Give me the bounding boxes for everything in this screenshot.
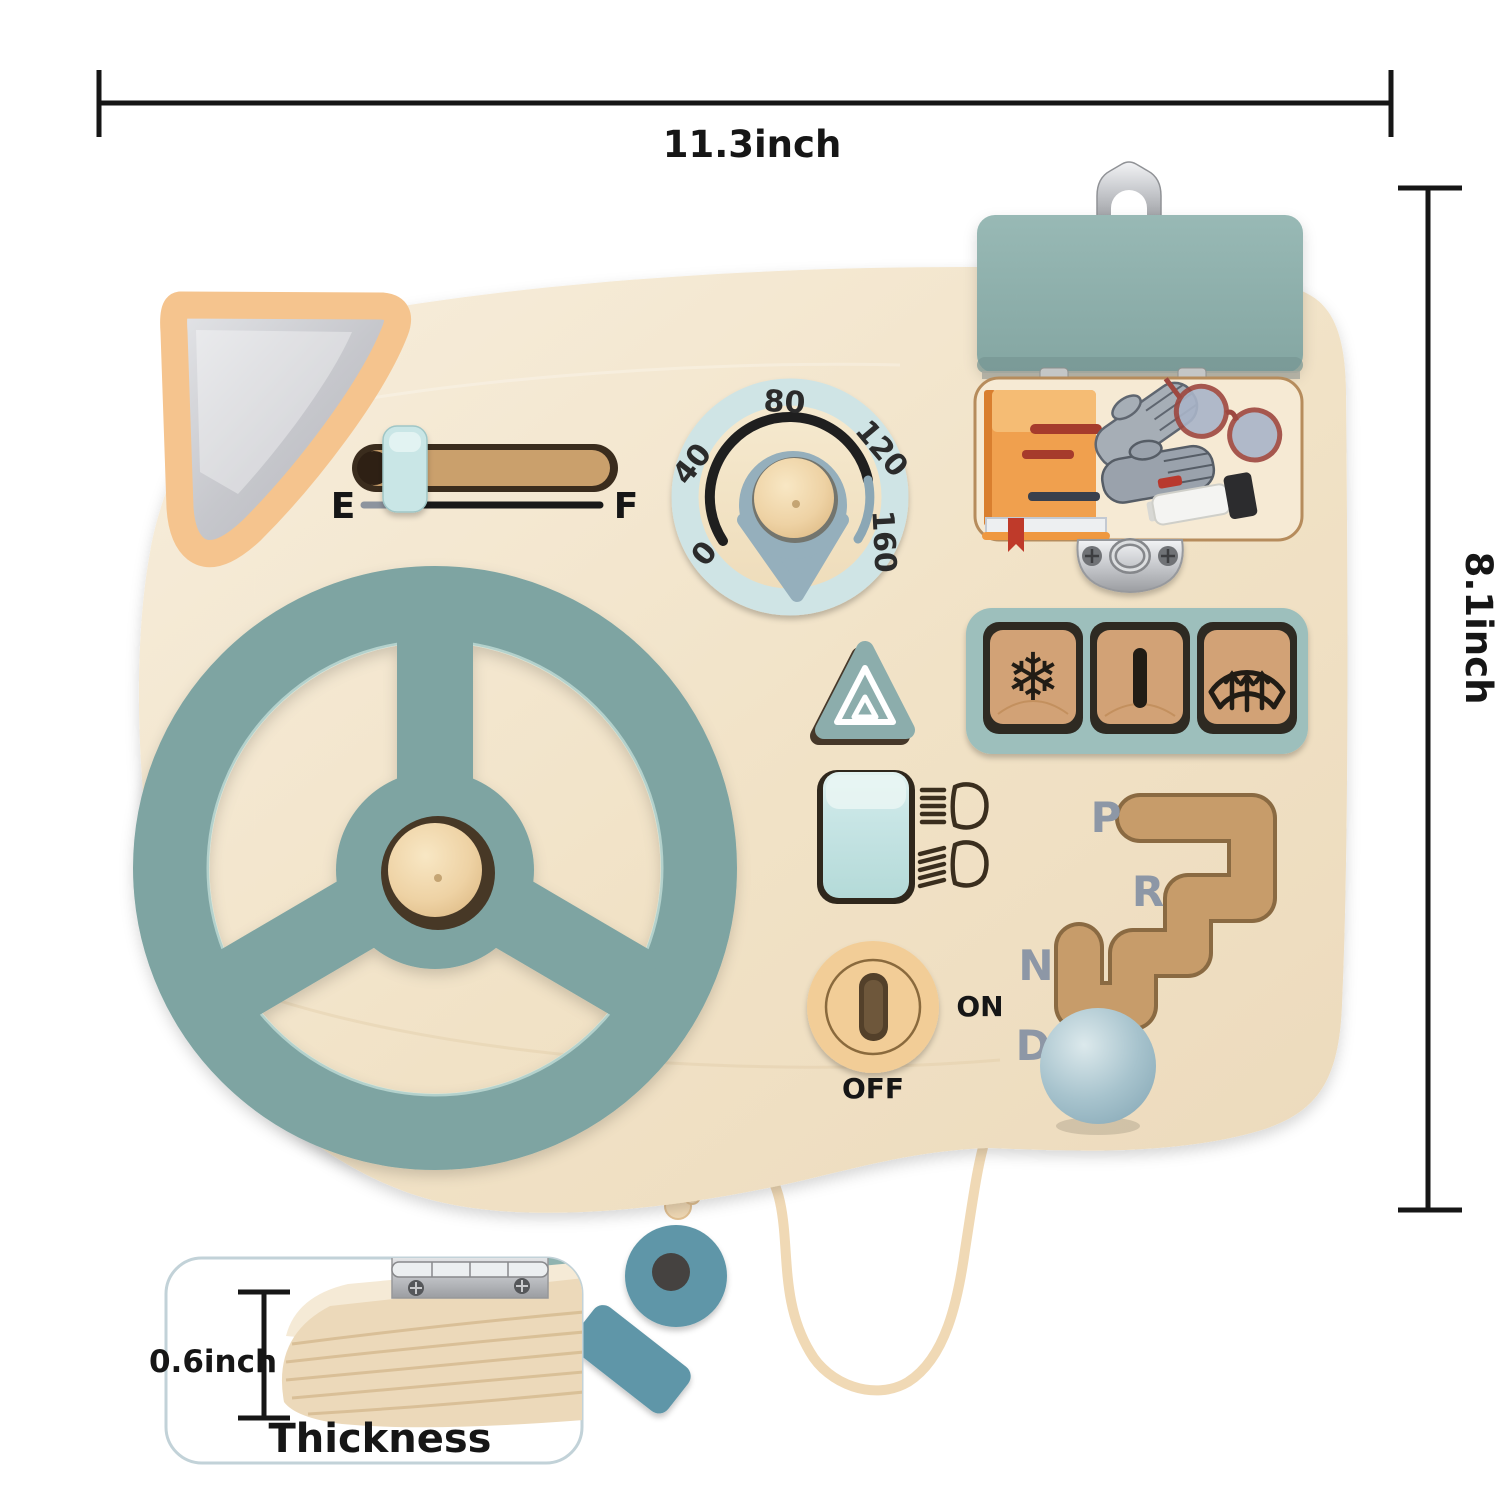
fuel-empty-label: E [331,486,356,527]
gear-label-r: R [1132,867,1164,916]
ignition-ring [824,958,922,1056]
ignition-group: ON OFF [807,941,1004,1105]
wheel-center-knob[interactable] [388,823,482,917]
gear-label-p: P [1091,793,1122,842]
steering-wheel[interactable] [133,566,737,1170]
width-dimension-label: 11.3inch [663,123,842,166]
wheel-rim[interactable] [133,566,737,1170]
key-tag[interactable] [567,1225,727,1418]
metal-hanger-icon [1096,161,1162,223]
sunglasses-graphic [1163,377,1283,463]
snowflake-button[interactable]: ❄ [990,630,1076,724]
key-tag-hole [652,1253,690,1291]
power-bar-button[interactable] [1097,630,1183,724]
snowflake-icon: ❄ [1005,639,1060,716]
glovebox-lid[interactable] [977,215,1303,373]
book-graphic [982,390,1110,552]
width-dimension: 11.3inch [96,70,1394,166]
knob-dimple [434,874,442,882]
thickness-inset: 0.6inch Thickness [149,1256,584,1465]
high-beam-icon [919,782,989,830]
rear-mirror[interactable] [160,291,412,568]
key-slot-inner [864,980,883,1034]
defrost-icon [1208,670,1286,713]
hazard-button[interactable] [810,641,915,745]
thickness-label: Thickness [268,1416,491,1462]
defrost-button[interactable] [1204,630,1290,724]
fuel-full-label: F [614,486,639,527]
metal-latch[interactable] [1076,538,1184,593]
speedometer-pointer[interactable] [737,451,849,602]
speedometer: 0 40 80 120 160 [666,378,915,616]
glovebox-compartment [973,376,1304,552]
fuel-gauge: E F [331,425,639,527]
flashlight-graphic [1146,472,1258,526]
gear-shift-maze: P R N D [1016,793,1277,1135]
climate-button-panel: ❄ [966,608,1308,754]
mirror-frame [160,291,412,568]
hazard-triangle-icon [834,665,896,725]
switch-top-face [826,775,906,809]
speedometer-arc [704,412,873,546]
gear-ball-knob[interactable] [1040,1008,1156,1124]
power-bar-icon [1133,648,1147,708]
fuel-slider-knob[interactable] [382,425,428,513]
thickness-dimension: 0.6inch [149,1289,290,1421]
speedometer-knob[interactable] [754,458,834,538]
latch-loop-highlight [1111,540,1149,572]
gear-label-n: N [1018,941,1053,990]
hinge-strip [982,371,1300,379]
height-dimension-label: 8.1inch [1457,552,1500,705]
board-side-view [281,1258,582,1428]
height-dimension: 8.1inch [1398,185,1500,1213]
glovebox-lid-edge [977,357,1303,373]
ignition-off-label: OFF [842,1072,904,1105]
speedo-tick-160: 160 [864,509,902,573]
ignition-on-label: ON [956,990,1003,1023]
thickness-value-label: 0.6inch [149,1344,277,1380]
low-beam-icon [917,840,989,889]
mirror-glare [196,330,352,494]
ball-shadow [1056,1117,1140,1135]
busy-board: E F 0 40 80 120 160 [133,161,1348,1213]
plywood-layers [285,1310,582,1416]
hinge-graphic [391,1258,549,1299]
side-view-front-face [281,1278,582,1428]
speedo-tick-80: 80 [763,384,807,421]
speedometer-arc-end [853,475,875,544]
key-tag-shaft[interactable] [567,1300,696,1418]
light-switch-group [817,770,989,904]
